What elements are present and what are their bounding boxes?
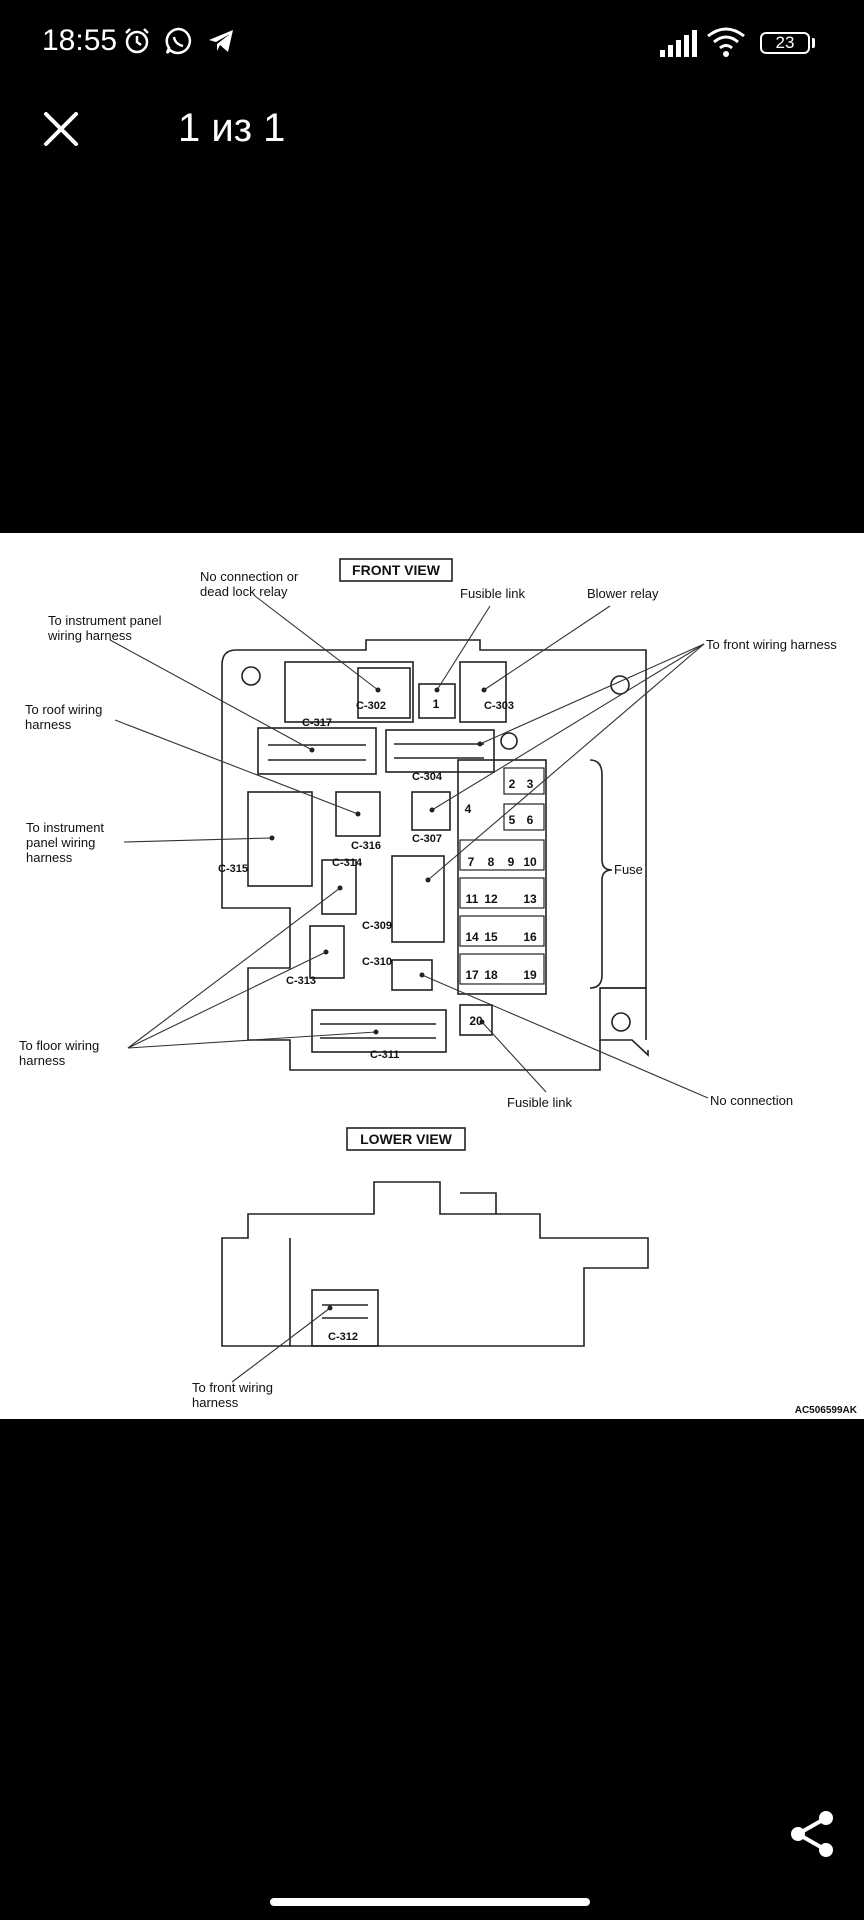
callout-blower-relay: Blower relay — [587, 586, 659, 601]
fuse-14: 14 — [465, 930, 479, 944]
wifi-icon — [707, 27, 745, 57]
fuse-17: 17 — [465, 968, 479, 982]
label-c302: C-302 — [356, 700, 386, 712]
callout-instrument-panel-top-1: To instrument panel — [48, 613, 162, 628]
callout-roof-2: harness — [25, 717, 72, 732]
figure-id: AC506599AK — [795, 1405, 858, 1416]
lower-view-title: LOWER VIEW — [360, 1131, 453, 1147]
fuse-3: 3 — [527, 777, 534, 791]
battery-icon: 23 — [760, 32, 810, 54]
home-indicator[interactable] — [270, 1898, 590, 1906]
fuse-6: 6 — [527, 813, 534, 827]
label-c314: C-314 — [332, 857, 363, 869]
alarm-icon — [125, 28, 149, 54]
callout-floor-2: harness — [19, 1053, 66, 1068]
callout-no-connection-dead-lock-2: dead lock relay — [200, 584, 288, 599]
fuse-1: 1 — [433, 697, 440, 711]
callout-instrument-panel-top-2: wiring harness — [47, 628, 132, 643]
fuse-20: 20 — [469, 1014, 483, 1028]
connector-dots — [269, 687, 487, 1311]
close-icon[interactable] — [40, 108, 82, 150]
callout-instrument-panel-left-2: panel wiring — [26, 835, 95, 850]
fuse-19: 19 — [523, 968, 537, 982]
label-c313: C-313 — [286, 975, 316, 987]
front-view-title: FRONT VIEW — [352, 562, 441, 578]
whatsapp-icon — [165, 27, 192, 55]
share-icon[interactable] — [784, 1806, 840, 1862]
callout-fuse: Fuse — [614, 862, 643, 877]
callout-front-wiring-bottom-1: To front wiring — [192, 1380, 273, 1395]
fuse-11: 11 — [466, 892, 479, 906]
fuse-5: 5 — [509, 813, 516, 827]
battery-tip — [812, 38, 815, 48]
telegram-icon — [209, 30, 233, 52]
fuse-12: 12 — [484, 892, 498, 906]
callout-instrument-panel-left-3: harness — [26, 850, 73, 865]
lower-view-title-box — [346, 1127, 466, 1151]
lower-view-housing — [221, 1181, 649, 1347]
fuse-4: 4 — [465, 802, 472, 816]
label-c316: C-316 — [351, 840, 381, 852]
callout-instrument-panel-left-1: To instrument — [26, 820, 104, 835]
fuse-18: 18 — [484, 968, 498, 982]
signal-icon — [660, 30, 697, 57]
housing-outline — [236, 639, 649, 1057]
callout-no-connection-dead-lock-1: No connection or — [200, 569, 299, 584]
label-c309: C-309 — [362, 920, 392, 932]
label-c312: C-312 — [328, 1331, 358, 1343]
label-c315: C-315 — [218, 863, 248, 875]
fuse-16: 16 — [523, 930, 537, 944]
label-c303: C-303 — [484, 700, 514, 712]
callout-front-wiring-top: To front wiring harness — [706, 637, 837, 652]
callout-roof-1: To roof wiring — [25, 702, 102, 717]
label-c311: C-311 — [370, 1049, 399, 1061]
callout-fusible-link-top: Fusible link — [460, 586, 526, 601]
leader-lines — [109, 595, 709, 1383]
status-bar: 18:55 23 — [0, 0, 864, 90]
callout-floor-1: To floor wiring — [19, 1038, 99, 1053]
status-time: 18:55 — [42, 24, 118, 57]
image-viewer[interactable]: FRONT VIEW LOWER VIEW No connection or d… — [0, 533, 864, 1419]
callout-no-connection: No connection — [710, 1093, 793, 1108]
fuse-15: 15 — [484, 930, 498, 944]
image-counter: 1 из 1 — [178, 106, 286, 150]
fuse-8: 8 — [488, 855, 495, 869]
fuse-box-diagram: FRONT VIEW LOWER VIEW No connection or d… — [19, 558, 858, 1416]
fuse-10: 10 — [523, 855, 537, 869]
fuse-grid — [459, 767, 545, 985]
label-c310: C-310 — [362, 956, 392, 968]
fuse-7: 7 — [468, 855, 475, 869]
callout-front-wiring-bottom-2: harness — [192, 1395, 239, 1410]
front-view-title-box — [339, 558, 453, 582]
callout-fusible-link-bottom: Fusible link — [507, 1095, 573, 1110]
fuse-2: 2 — [509, 777, 516, 791]
label-c307: C-307 — [412, 833, 442, 845]
label-c304: C-304 — [412, 771, 443, 783]
label-c317: C-317 — [302, 717, 332, 729]
fuse-9: 9 — [508, 855, 515, 869]
fuse-13: 13 — [523, 892, 537, 906]
